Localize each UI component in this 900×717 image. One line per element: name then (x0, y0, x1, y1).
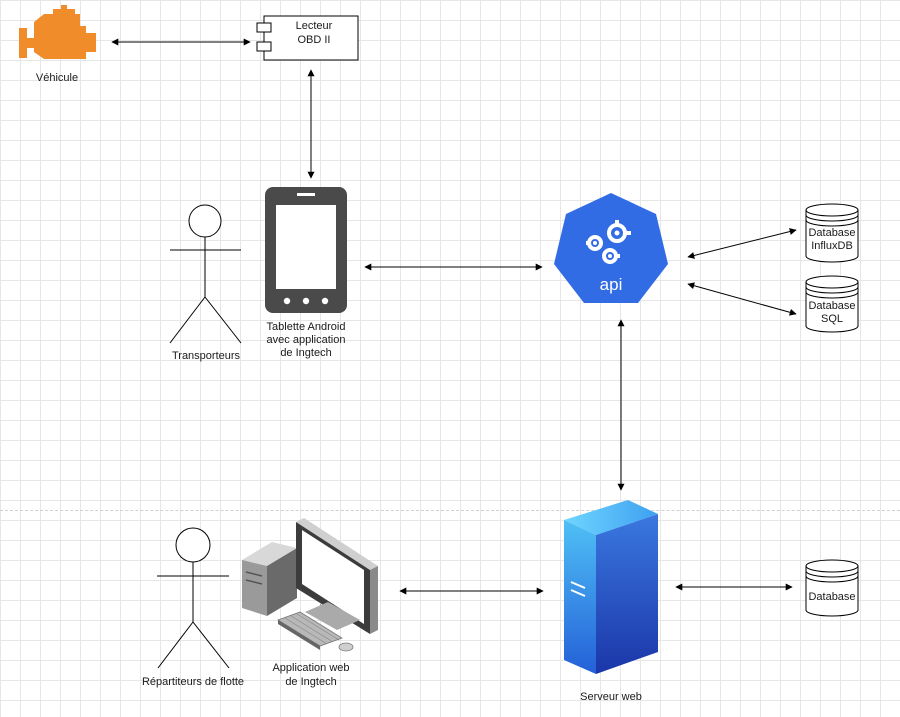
android-tablet-icon (265, 187, 347, 313)
db-sql-label-line2: SQL (821, 313, 843, 325)
obd-reader-label-line2: OBD II (297, 34, 330, 46)
component-port-bottom (256, 41, 272, 52)
tablet-label-line3: de Ingtech (280, 347, 331, 359)
dispatchers-label: Répartiteurs de flotte (142, 676, 244, 688)
stick-figure-icon (169, 204, 242, 344)
server-tower-icon (564, 500, 658, 674)
database-cylinder-icon (805, 559, 859, 617)
engine-icon (19, 5, 96, 59)
web-app-label-line1: Application web (272, 662, 349, 674)
obd-reader-node[interactable]: Lecteur OBD II (256, 15, 359, 61)
api-label: api (600, 275, 623, 294)
tablet-label-line1: Tablette Android (267, 321, 346, 333)
db-influx-node[interactable]: Database InfluxDB (805, 203, 859, 263)
db-influx-label-line2: InfluxDB (811, 240, 853, 252)
db-sql-node[interactable]: Database SQL (805, 275, 859, 333)
vehicle-node[interactable]: Véhicule (19, 5, 96, 84)
db-web-label: Database (808, 591, 855, 603)
web-app-label-line2: de Ingtech (285, 676, 336, 688)
transporters-label: Transporteurs (172, 350, 241, 362)
obd-reader-label-line1: Lecteur (296, 20, 333, 32)
web-server-node[interactable]: Serveur web (564, 500, 658, 703)
database-cylinder-icon (805, 275, 859, 333)
tablet-label-line2: avec application (267, 334, 346, 346)
page-break-line (0, 510, 900, 511)
vehicle-label: Véhicule (36, 72, 78, 84)
web-server-label: Serveur web (580, 691, 642, 703)
dispatchers-actor[interactable]: Répartiteurs de flotte (142, 527, 244, 688)
edge-api-sql[interactable] (687, 282, 797, 316)
web-app-node[interactable]: Application web de Ingtech (242, 518, 378, 688)
tablet-node[interactable]: Tablette Android avec application de Ing… (265, 187, 347, 359)
desktop-computer-icon (242, 518, 378, 652)
component-port-top (256, 22, 272, 33)
db-web-node[interactable]: Database (805, 559, 859, 617)
api-node[interactable]: api (554, 193, 668, 303)
api-heptagon-icon (554, 193, 668, 303)
db-sql-label-line1: Database (808, 300, 855, 312)
db-influx-label-line1: Database (808, 227, 855, 239)
database-cylinder-icon (805, 203, 859, 263)
stick-figure-icon (157, 527, 230, 669)
connectors (111, 38, 797, 595)
edge-api-influx[interactable] (687, 228, 797, 259)
transporters-actor[interactable]: Transporteurs (169, 204, 242, 362)
